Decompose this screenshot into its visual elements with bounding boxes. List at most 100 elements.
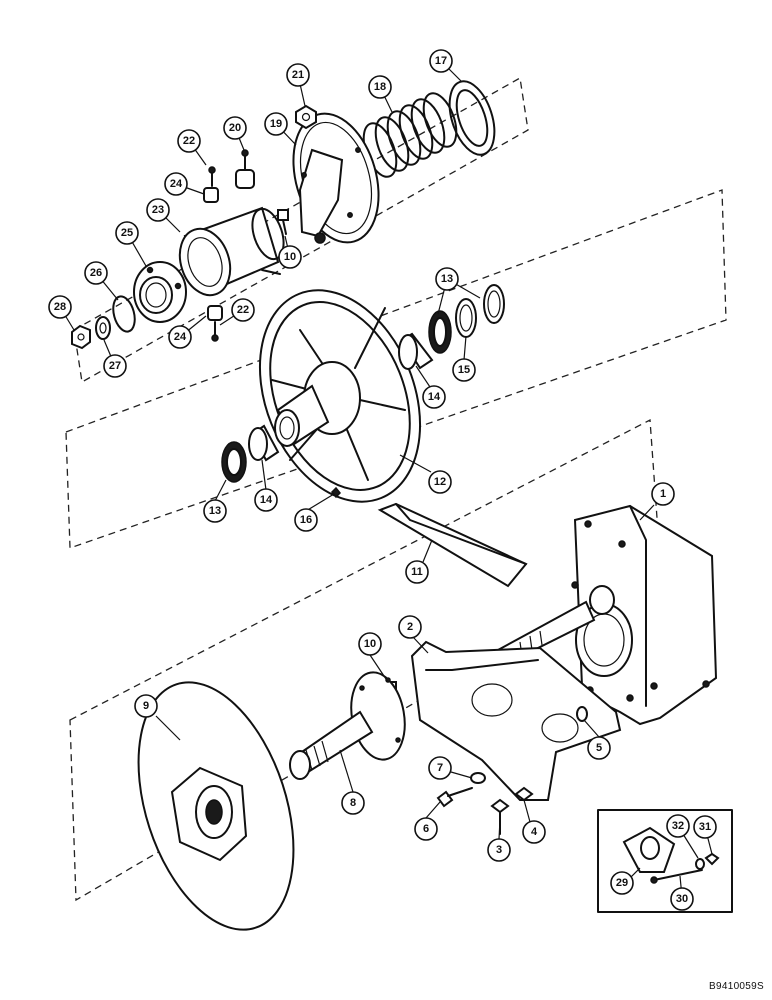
- callout-4-label: 4: [531, 826, 538, 838]
- part-seal-right: [428, 310, 452, 354]
- callout-1: 1: [651, 482, 675, 506]
- part-driveshaft: [289, 671, 406, 780]
- callout-25-label: 25: [121, 227, 133, 239]
- callout-27-label: 27: [109, 360, 121, 372]
- part-bolt-upper: [277, 209, 289, 235]
- callout-11-label: 11: [411, 566, 423, 578]
- callout-10-lower: 10: [358, 632, 382, 656]
- part-thrust-washer: [448, 80, 496, 156]
- callout-17: 17: [429, 49, 453, 73]
- callout-20: 20: [223, 116, 247, 140]
- drawing-reference-number: B9410059S: [709, 981, 764, 992]
- callout-29: 29: [610, 871, 634, 895]
- callout-23-label: 23: [152, 204, 164, 216]
- callout-25: 25: [115, 221, 139, 245]
- callout-19: 19: [264, 112, 288, 136]
- callout-9: 9: [134, 694, 158, 718]
- callout-22-upper-label: 22: [183, 135, 195, 147]
- callout-14-left: 14: [254, 488, 278, 512]
- callout-15-label: 15: [458, 364, 470, 376]
- callout-32: 32: [666, 814, 690, 838]
- callout-28-label: 28: [54, 301, 66, 313]
- callout-23: 23: [146, 198, 170, 222]
- callout-11: 11: [405, 560, 429, 584]
- callout-7-label: 7: [437, 762, 443, 774]
- callout-15: 15: [452, 358, 476, 382]
- part-snap-ring: [112, 295, 136, 333]
- part-cam-housing: [178, 206, 285, 297]
- callout-31-label: 31: [699, 821, 711, 833]
- part-roller-pin: [235, 149, 255, 189]
- callout-24-lower: 24: [168, 325, 192, 349]
- callout-21: 21: [286, 63, 310, 87]
- callout-10-upper: 10: [278, 245, 302, 269]
- callout-9-label: 9: [143, 700, 149, 712]
- part-key: [330, 486, 342, 499]
- callout-18: 18: [368, 75, 392, 99]
- part-long-bolt: [650, 869, 703, 884]
- callout-18-label: 18: [374, 81, 386, 93]
- callout-21-label: 21: [292, 69, 304, 81]
- part-compression-spring: [362, 92, 458, 178]
- callout-1-label: 1: [660, 488, 666, 500]
- callout-14-right-label: 14: [428, 391, 441, 403]
- callout-22-lower: 22: [231, 298, 255, 322]
- part-support-bracket: [410, 640, 622, 801]
- callout-17-label: 17: [435, 55, 447, 67]
- callout-13-left: 13: [203, 499, 227, 523]
- callout-13-left-label: 13: [209, 505, 221, 517]
- callout-6-label: 6: [423, 823, 429, 835]
- callout-14-right: 14: [422, 385, 446, 409]
- part-washer-7: [470, 772, 486, 784]
- part-bolt-6: [436, 787, 473, 808]
- callout-19-label: 19: [270, 118, 282, 130]
- callout-10-lower-label: 10: [364, 638, 376, 650]
- part-washer-small: [95, 316, 111, 340]
- part-sleeve-upper: [203, 187, 219, 203]
- part-drive-sheave: [137, 681, 295, 931]
- part-drive-belt: [377, 502, 528, 588]
- callout-12-label: 12: [434, 476, 446, 488]
- callout-7: 7: [428, 756, 452, 780]
- callout-16-label: 16: [300, 514, 312, 526]
- callout-24-upper-label: 24: [170, 178, 183, 190]
- callout-10-upper-label: 10: [284, 251, 296, 263]
- callout-29-label: 29: [616, 877, 628, 889]
- part-inset-washer: [695, 858, 705, 870]
- callout-5: 5: [587, 736, 611, 760]
- callout-6: 6: [414, 817, 438, 841]
- callout-2: 2: [398, 615, 422, 639]
- part-spring-retainer-plate: [292, 112, 380, 244]
- callout-31: 31: [693, 815, 717, 839]
- part-nut-4: [514, 786, 534, 802]
- part-washer-5: [576, 706, 588, 722]
- part-driven-sheave: [258, 289, 422, 503]
- callout-14-left-label: 14: [260, 494, 273, 506]
- callout-30-label: 30: [676, 893, 688, 905]
- callout-22-upper: 22: [177, 129, 201, 153]
- part-spacer-ring: [455, 298, 477, 338]
- callout-26-label: 26: [90, 267, 102, 279]
- callout-3: 3: [487, 838, 511, 862]
- callout-8: 8: [341, 791, 365, 815]
- part-nut: [295, 104, 317, 130]
- part-set-screw-upper: [208, 166, 216, 187]
- callout-22-lower-label: 22: [237, 304, 249, 316]
- part-set-screw-lower: [211, 321, 219, 342]
- callout-2-label: 2: [407, 621, 413, 633]
- part-bearing-right: [398, 332, 434, 370]
- callout-27: 27: [103, 354, 127, 378]
- part-cam-hub: [133, 261, 187, 323]
- part-hex-nut-end: [71, 324, 91, 350]
- callout-3-label: 3: [496, 844, 502, 856]
- callout-13-right-label: 13: [441, 273, 453, 285]
- callout-8-label: 8: [350, 797, 356, 809]
- inset-detail-box: [597, 809, 733, 913]
- part-sleeve-lower: [207, 305, 223, 321]
- part-bearing-left: [248, 424, 280, 462]
- callout-13-right: 13: [435, 267, 459, 291]
- callout-28: 28: [48, 295, 72, 319]
- middle-assembly-outline: [65, 189, 727, 549]
- callout-4: 4: [522, 820, 546, 844]
